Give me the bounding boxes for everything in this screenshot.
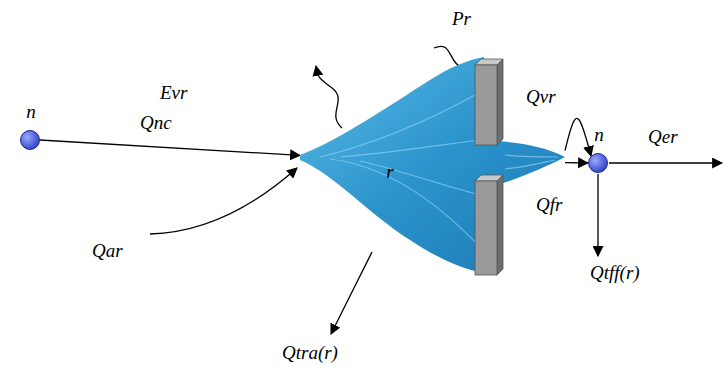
reservoir-shape — [300, 45, 565, 285]
node-label: n — [579, 124, 619, 146]
gate-side — [497, 175, 503, 275]
flow-label: Qer — [648, 126, 678, 148]
flow-label: Qtra(r) — [282, 342, 338, 364]
junction-node: n — [588, 153, 608, 173]
water-streak — [330, 159, 478, 245]
gate-panel — [475, 65, 497, 145]
seepage-arrow — [331, 252, 372, 334]
water-streak — [505, 155, 558, 157]
outflow-arrow — [609, 162, 722, 163]
water-streak — [505, 160, 555, 169]
flow-connector — [565, 118, 591, 156]
node-label: n — [11, 101, 51, 123]
water-streak — [360, 161, 480, 195]
water-streak — [320, 95, 475, 157]
flow-label: Evr — [160, 82, 187, 104]
node-label: r — [380, 161, 400, 183]
water-body — [300, 57, 565, 273]
flow-label: Qar — [92, 240, 123, 262]
flow-label: Qnc — [140, 112, 172, 134]
flow-connector — [40, 140, 300, 155]
gate-side — [497, 59, 503, 145]
inflow-arrow — [150, 168, 297, 234]
flow-connector — [565, 162, 588, 164]
reservoir-node: r — [300, 45, 565, 285]
flow-label: Pr — [452, 8, 471, 30]
flow-label: Qtff(r) — [590, 262, 640, 284]
gate-panel — [475, 181, 497, 275]
evaporation-wave — [316, 66, 342, 128]
flow-label: Qvr — [526, 86, 556, 108]
junction-node: n — [20, 130, 40, 150]
water-streak — [340, 140, 480, 157]
loss-arrow — [597, 174, 598, 256]
flow-label: Qfr — [536, 194, 562, 216]
